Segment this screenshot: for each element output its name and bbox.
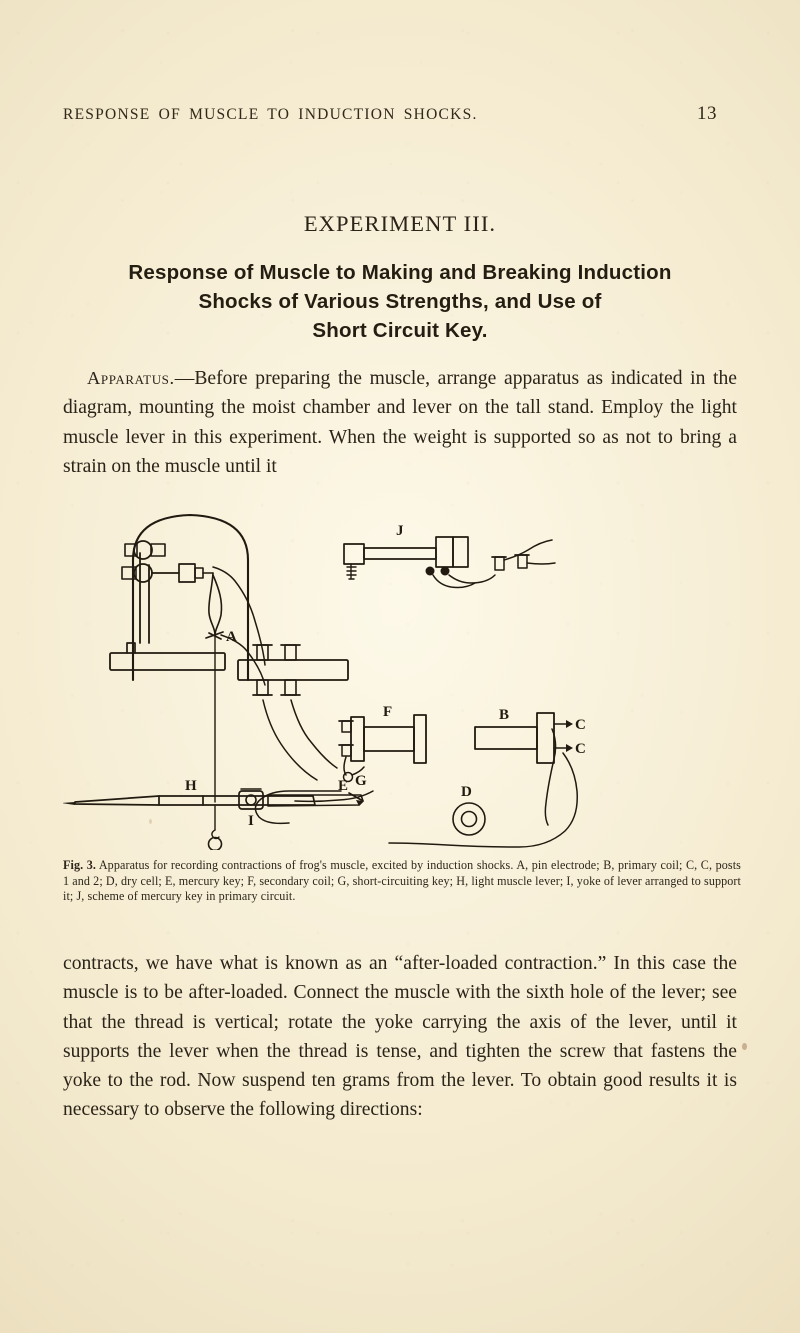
paragraph-apparatus: Apparatus.—Before preparing the muscle, …	[63, 364, 737, 481]
experiment-number: EXPERIMENT III.	[303, 211, 497, 236]
figure-label-G: G	[355, 773, 367, 789]
primary-coil-B	[474, 712, 555, 764]
stand-base-left	[109, 642, 226, 671]
figure-label-F: F	[383, 704, 392, 720]
figure-caption: Fig. 3. Apparatus for recording contract…	[63, 858, 741, 905]
dry-cell-D	[452, 802, 486, 836]
suspended-weight	[207, 804, 223, 850]
title-line-2: Shocks of Various Strengths, and Use of	[198, 290, 602, 313]
paragraph-after-loaded: contracts, we have what is known as an “…	[63, 953, 737, 1121]
figure-caption-label: Fig. 3.	[63, 858, 96, 872]
title-line-1: Response of Muscle to Making and Breakin…	[128, 261, 672, 284]
figure-label-E: E	[338, 778, 348, 794]
posts-C	[553, 720, 573, 752]
figure-label-I: I	[248, 813, 254, 829]
lower-clamp-electrode-holder	[121, 563, 214, 583]
frog-muscle	[208, 572, 223, 636]
lever-yoke-I	[238, 788, 264, 810]
figure-label-J: J	[396, 523, 404, 539]
paper-speck	[149, 819, 152, 824]
figure-caption-text: Apparatus for recording contractions of …	[63, 858, 741, 904]
coil-shelf	[237, 644, 349, 696]
paper-speck	[742, 1043, 747, 1050]
running-head-title: RESPONSE OF MUSCLE TO INDUCTION SHOCKS.	[63, 106, 478, 123]
figure-label-A: A	[226, 629, 237, 645]
figure-label-D: D	[461, 784, 472, 800]
apparatus-diagram-svg: A F G B C C D E H I J	[63, 513, 586, 850]
figure-label-B: B	[499, 707, 509, 723]
mercury-key-scheme-J	[343, 536, 556, 589]
page-title: Response of Muscle to Making and Breakin…	[63, 258, 737, 345]
clamp-stand-rod	[139, 552, 150, 644]
secondary-coil-F	[338, 714, 427, 764]
title-line-3: Short Circuit Key.	[312, 319, 488, 342]
figure-apparatus-diagram: A F G B C C D E H I J	[63, 505, 737, 850]
apparatus-lead-in: Apparatus.	[87, 368, 175, 388]
figure-label-H: H	[185, 778, 197, 794]
figure-label-C1: C	[575, 717, 586, 733]
primary-circuit-wires	[254, 728, 578, 848]
running-head: RESPONSE OF MUSCLE TO INDUCTION SHOCKS. …	[63, 103, 737, 125]
page-number: 13	[697, 103, 717, 124]
electrode-lead-wires	[212, 566, 338, 781]
moist-chamber-dome	[131, 513, 250, 682]
upper-clamp	[124, 540, 166, 560]
figure-label-C2: C	[575, 741, 586, 757]
